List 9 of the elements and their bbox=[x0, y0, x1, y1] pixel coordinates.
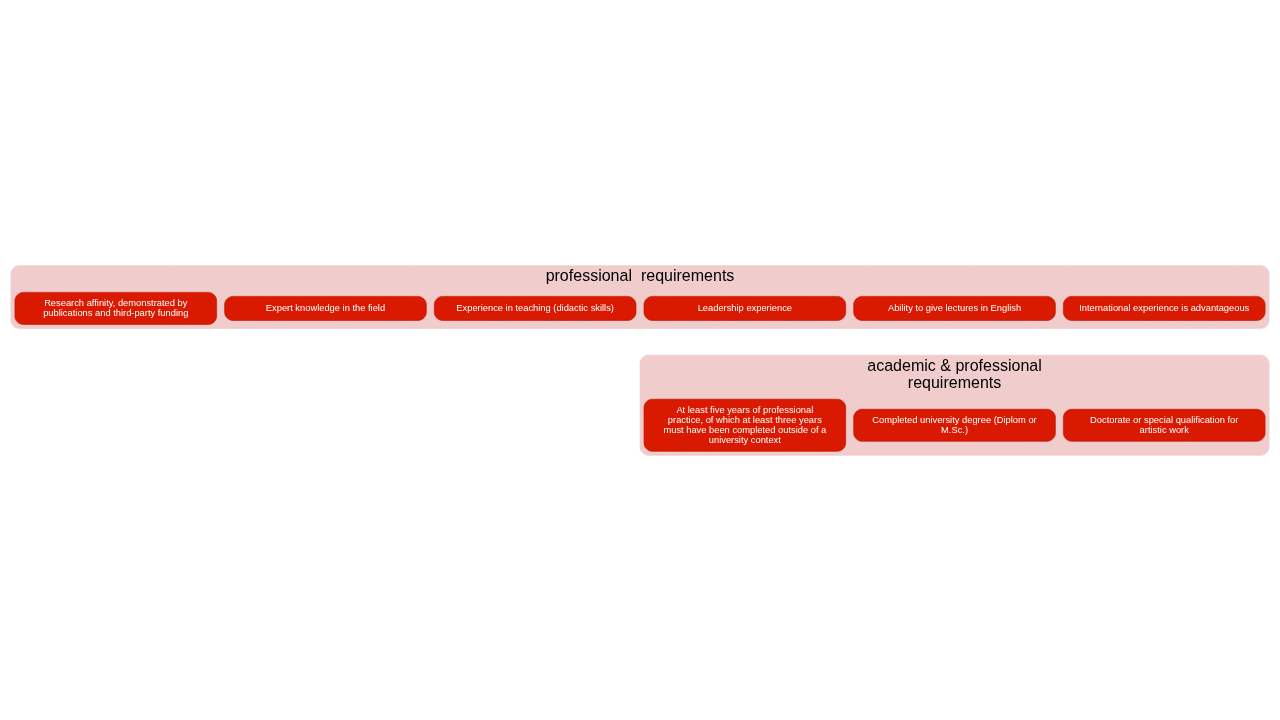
node-box: International experience is advantageous bbox=[1063, 295, 1266, 321]
node-box: At least five years of professional practice, of which at least three years must have been completed outside of a university context bbox=[643, 398, 846, 452]
node-box: Leadership experience bbox=[643, 295, 846, 321]
node-box: Experience in teaching (didactic skills) bbox=[434, 295, 637, 321]
node-box: Doctorate or special qualification for artistic work bbox=[1063, 408, 1266, 442]
node-box: Expert knowledge in the field bbox=[224, 295, 427, 321]
node-box: Completed university degree (Diplom or M.Sc.) bbox=[853, 408, 1056, 442]
node-box: Ability to give lectures in English bbox=[853, 295, 1056, 321]
node-box: Research affinity, demonstrated by publications and third-party funding bbox=[14, 291, 217, 325]
